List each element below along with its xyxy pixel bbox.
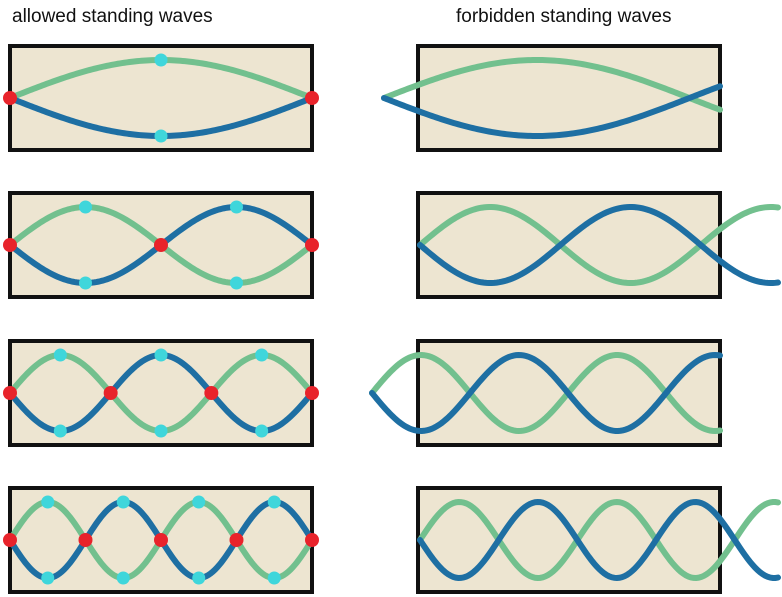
antinode-dot bbox=[53, 348, 67, 362]
antinode-dot bbox=[230, 276, 243, 290]
antinode-dot bbox=[192, 495, 206, 509]
antinode-dot bbox=[154, 53, 168, 67]
node-dot bbox=[3, 533, 17, 547]
antinode-dot bbox=[267, 571, 281, 585]
node-dot bbox=[204, 386, 219, 400]
forbidden-wave-blue-4 bbox=[417, 498, 781, 582]
node-dot bbox=[78, 533, 93, 547]
antinode-dot bbox=[53, 424, 67, 438]
antinode-dot bbox=[255, 348, 269, 362]
forbidden-box-2 bbox=[416, 191, 722, 299]
node-dot bbox=[3, 91, 17, 105]
node-dot bbox=[305, 533, 319, 547]
forbidden-wave-blue-2 bbox=[417, 204, 781, 287]
forbidden-wave-green-2 bbox=[417, 203, 781, 286]
antinode-dot bbox=[255, 424, 269, 438]
antinode-dot bbox=[230, 200, 243, 214]
node-dot bbox=[229, 533, 244, 547]
forbidden-wave-blue-3 bbox=[369, 351, 723, 434]
node-dot bbox=[305, 386, 319, 400]
antinode-dot bbox=[116, 495, 130, 509]
node-dot bbox=[154, 533, 168, 547]
antinode-dot bbox=[41, 571, 55, 585]
allowed-standing-waves-heading: allowed standing waves bbox=[12, 6, 213, 27]
node-dot bbox=[305, 91, 319, 105]
node-dot bbox=[154, 238, 168, 252]
antinode-dot bbox=[192, 571, 206, 585]
antinode-dot bbox=[79, 276, 92, 290]
antinode-dot bbox=[41, 495, 55, 509]
forbidden-wave-green-3 bbox=[369, 352, 723, 435]
antinode-dot bbox=[267, 495, 281, 509]
node-dot bbox=[305, 238, 319, 252]
node-dot bbox=[3, 386, 17, 400]
antinode-dot bbox=[154, 424, 168, 438]
forbidden-wave-green-4 bbox=[417, 498, 781, 582]
node-dot bbox=[103, 386, 118, 400]
antinode-dot bbox=[154, 129, 168, 143]
forbidden-standing-waves-heading: forbidden standing waves bbox=[456, 6, 672, 27]
antinode-dot bbox=[116, 571, 130, 585]
antinode-dot bbox=[154, 348, 168, 362]
forbidden-wave-blue-1 bbox=[381, 83, 723, 139]
node-dot bbox=[3, 238, 17, 252]
antinode-dot bbox=[79, 200, 92, 214]
forbidden-wave-green-1 bbox=[381, 57, 723, 113]
